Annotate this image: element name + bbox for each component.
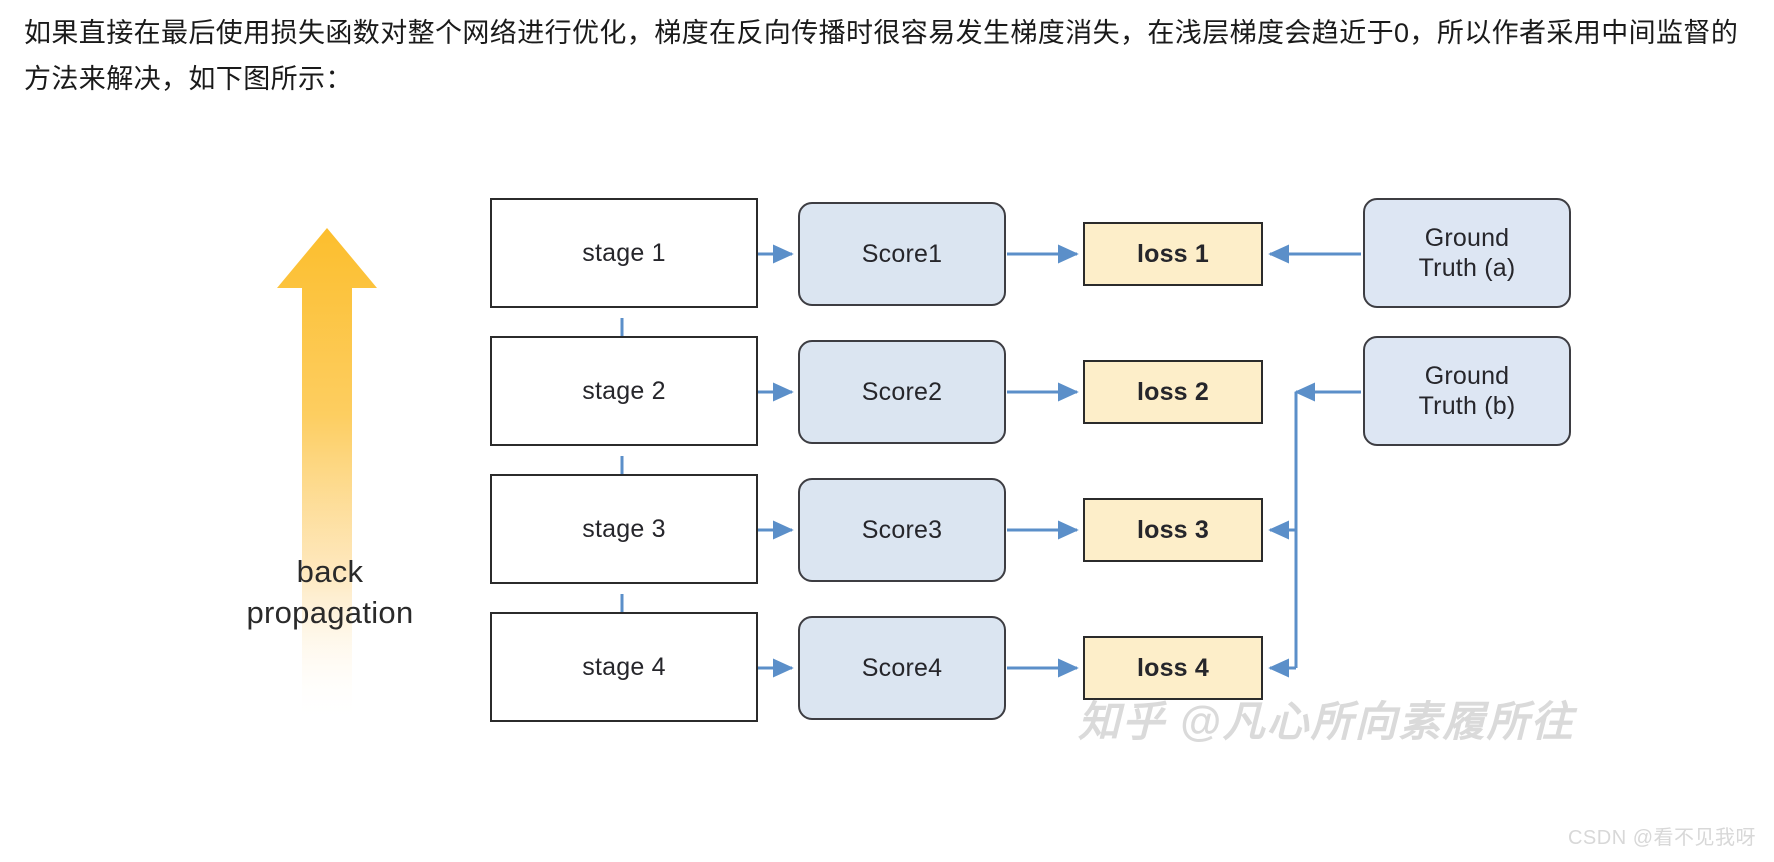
back-propagation-arrow-shape <box>277 228 377 720</box>
loss-box-4[interactable]: loss 4 <box>1083 636 1263 700</box>
back-propagation-label-line1: back <box>296 554 364 589</box>
score-box-1[interactable]: Score1 <box>798 202 1006 306</box>
score-box-2[interactable]: Score2 <box>798 340 1006 444</box>
back-propagation-label: back propagation <box>175 552 485 634</box>
article-paragraph: 如果直接在最后使用损失函数对整个网络进行优化，梯度在反向传播时很容易发生梯度消失… <box>24 18 1739 95</box>
diagram-connectors <box>277 228 1361 720</box>
supervision-diagram: back propagation stage 1 stage 2 stage 3… <box>0 160 1774 820</box>
back-propagation-label-line2: propagation <box>246 594 414 630</box>
loss-box-1[interactable]: loss 1 <box>1083 222 1263 286</box>
zhihu-watermark: 知乎 @凡心所向素履所往 <box>1078 698 1575 745</box>
stage-box-3[interactable]: stage 3 <box>490 474 758 584</box>
loss-box-3[interactable]: loss 3 <box>1083 498 1263 562</box>
ground-truth-a-line1: Ground <box>1424 223 1510 252</box>
csdn-watermark: CSDN @看不见我呀 <box>1567 827 1756 849</box>
stage-box-2[interactable]: stage 2 <box>490 336 758 446</box>
stage-box-1[interactable]: stage 1 <box>490 198 758 308</box>
stage-box-4[interactable]: stage 4 <box>490 612 758 722</box>
ground-truth-a-line2: Truth (a) <box>1418 254 1516 282</box>
score-box-3[interactable]: Score3 <box>798 478 1006 582</box>
ground-truth-box-a[interactable]: Ground Truth (a) <box>1363 198 1571 308</box>
loss-box-2[interactable]: loss 2 <box>1083 360 1263 424</box>
ground-truth-b-line1: Ground <box>1424 361 1510 390</box>
ground-truth-b-line2: Truth (b) <box>1418 392 1516 420</box>
ground-truth-box-b[interactable]: Ground Truth (b) <box>1363 336 1571 446</box>
score-box-4[interactable]: Score4 <box>798 616 1006 720</box>
